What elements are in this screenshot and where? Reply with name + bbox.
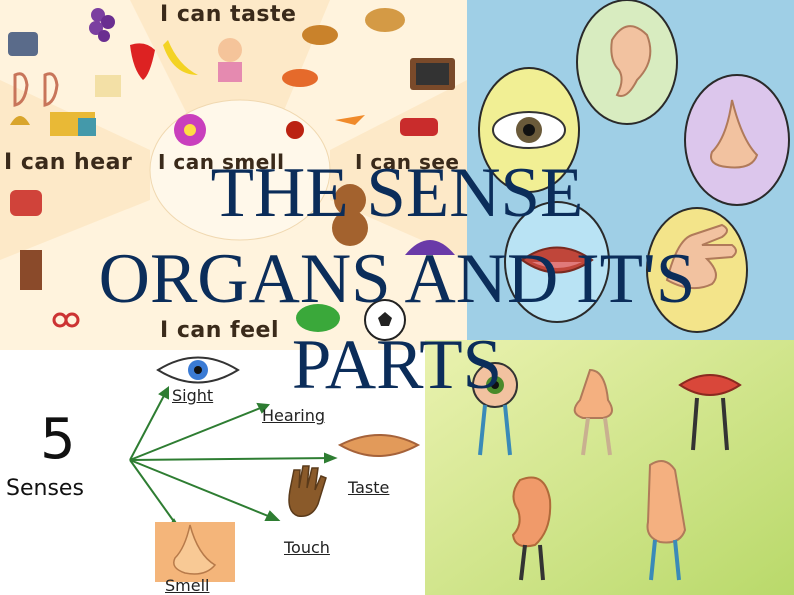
- sense-arrows: [129, 386, 338, 533]
- smell-label: Smell: [165, 576, 210, 595]
- walking-eye-icon: [472, 362, 518, 456]
- slide-title: THE SENSE ORGANS AND IT'S PARTS: [0, 150, 794, 408]
- i-can-collage: I can taste I can hear I can smell I can…: [0, 0, 467, 350]
- airplane-icon: [335, 115, 365, 125]
- sight-label: Sight: [172, 386, 214, 405]
- hearing-label: Hearing: [262, 406, 325, 425]
- walking-organs-cartoon: [425, 340, 794, 595]
- eye-icon: [156, 356, 240, 384]
- teddy-bear-icon: [332, 184, 368, 246]
- walking-ear-icon: [511, 476, 552, 581]
- label-i-can-hear: I can hear: [4, 150, 133, 175]
- five-senses-diagram: 5 Senses Sight Hearing Taste Touch Smell: [0, 350, 425, 595]
- ears-icon: [13, 72, 59, 107]
- umbrella-icon: [405, 240, 455, 255]
- title-line-3: PARTS: [291, 326, 503, 404]
- nose-icon: [155, 522, 235, 582]
- car-icon: [400, 118, 438, 136]
- scissors-icon: [52, 312, 80, 328]
- label-i-can-see: I can see: [355, 150, 460, 174]
- lips-icon: [337, 434, 421, 457]
- label-i-can-taste: I can taste: [160, 2, 297, 27]
- child-icon: [218, 38, 242, 82]
- soccer-ball-icon: [364, 299, 406, 341]
- clock-icon: [20, 250, 42, 290]
- flower-icon: [174, 114, 206, 146]
- nose-oval: [684, 74, 790, 206]
- collage-background: [0, 0, 467, 350]
- walking-finger-icon: [646, 460, 687, 581]
- fish-icon: [282, 69, 318, 87]
- senses-label: Senses: [6, 476, 84, 501]
- taste-label: Taste: [348, 478, 390, 497]
- sense-ovals-art: [478, 0, 790, 333]
- cake-icon: [95, 75, 121, 97]
- tv-icon: [410, 58, 455, 90]
- grapes-icon: [89, 8, 115, 42]
- senses-diagram-art: [129, 356, 421, 582]
- pie-icon: [365, 8, 405, 32]
- mouth-icon: [520, 246, 594, 274]
- telephone-icon: [10, 190, 42, 216]
- five-number: 5: [40, 407, 76, 472]
- hand-oval: [646, 207, 748, 333]
- title-line-1: THE SENSE: [210, 154, 584, 232]
- bell-icon: [10, 116, 30, 125]
- strawberry-icon: [130, 43, 155, 80]
- frog-icon: [296, 304, 340, 332]
- hand-icon: [665, 223, 737, 290]
- rose-icon: [286, 121, 304, 139]
- sense-organs-ovals: [467, 0, 794, 350]
- title-line-2: ORGANS AND IT'S: [98, 240, 696, 318]
- hamburger-icon: [302, 25, 338, 45]
- label-i-can-smell: I can smell: [158, 150, 285, 174]
- banana-icon: [163, 40, 198, 75]
- walking-nose-icon: [573, 368, 613, 456]
- walking-lips-icon: [678, 374, 742, 451]
- truck-icon: [50, 112, 96, 136]
- hand-icon: [288, 465, 327, 517]
- phone-icon: [8, 32, 38, 56]
- ear-oval: [576, 0, 678, 125]
- eye-oval: [478, 67, 580, 193]
- ear-icon: [610, 25, 652, 97]
- mouth-oval: [504, 201, 610, 323]
- touch-label: Touch: [284, 538, 330, 557]
- nose-icon: [710, 99, 759, 169]
- label-i-can-feel: I can feel: [160, 318, 280, 343]
- walking-organs-art: [425, 340, 794, 595]
